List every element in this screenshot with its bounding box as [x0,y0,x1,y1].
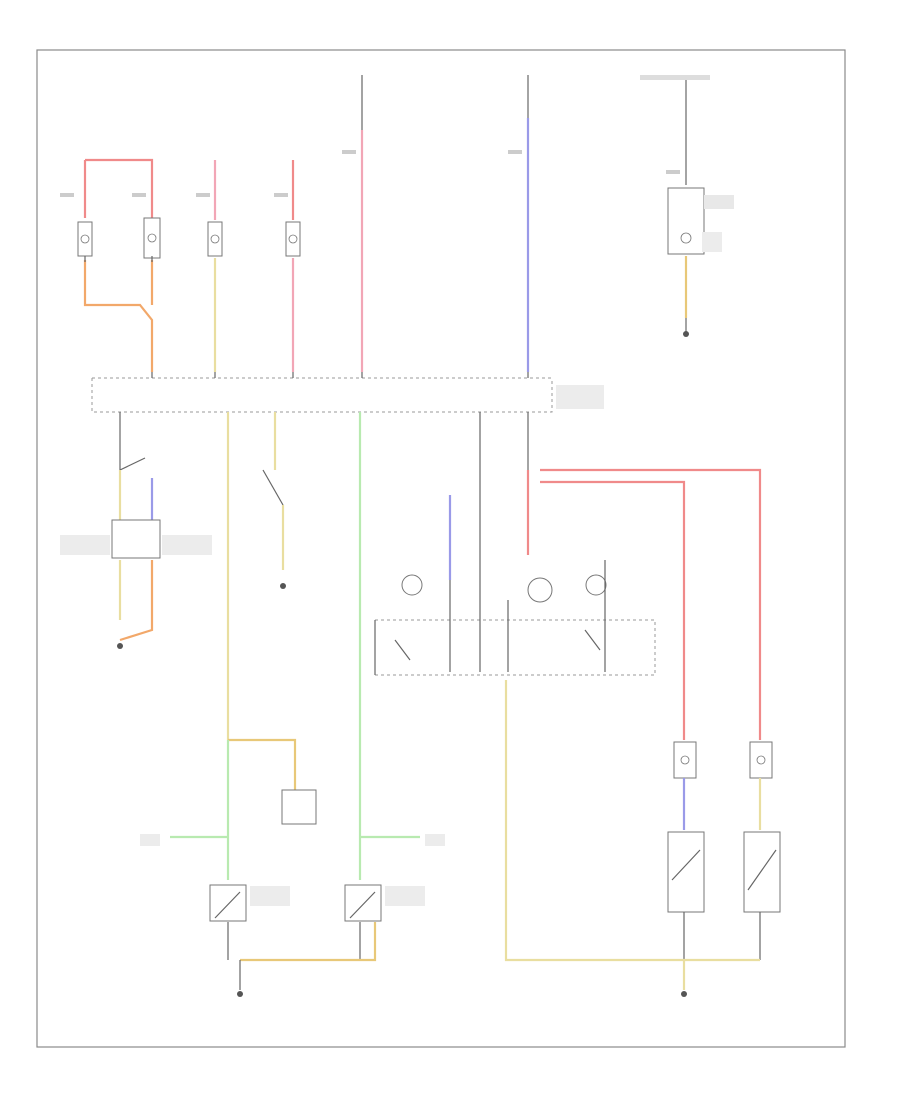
central-junction-bus [91,372,553,413]
left-yellow-column [226,412,317,880]
door-switch-lamp-left [111,412,161,649]
ground-symbol [681,991,687,997]
ground-symbol [117,643,123,649]
ground-symbol [280,583,286,589]
ground-symbol [237,991,243,997]
ground-symbol [683,331,689,337]
right-door-lamps [667,741,781,960]
right-red-loop [526,412,762,740]
passenger-lamp-column [285,160,301,372]
switch-ground-group [262,412,286,589]
reading-lamp-column [207,160,223,372]
instrument-cluster [374,412,656,676]
top-left-lamp-group [77,158,161,372]
bottom-door-switches [209,884,382,997]
tiny-labels [60,75,734,906]
top-right-lamp [667,80,705,337]
yellow-return-right [504,680,760,997]
diagram-frame [36,49,846,1048]
